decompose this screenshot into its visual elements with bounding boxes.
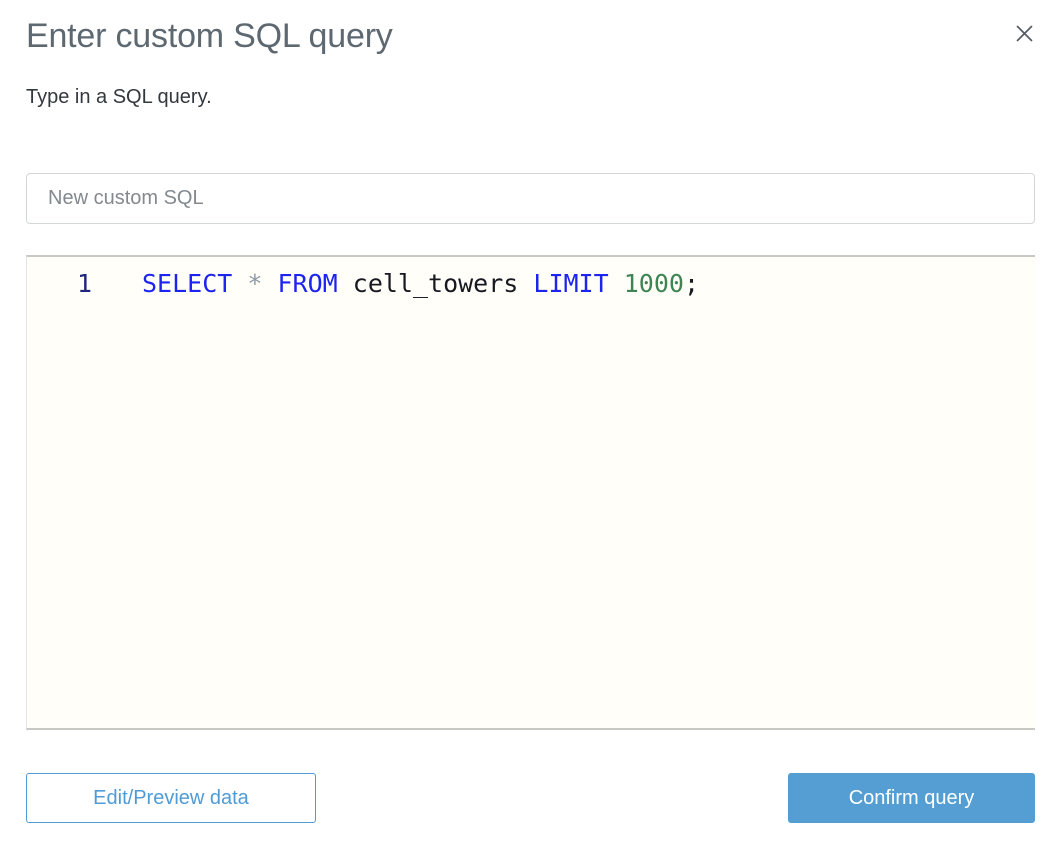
custom-sql-name-input[interactable] xyxy=(26,173,1035,224)
sql-token-plain: cell_towers xyxy=(337,269,534,298)
sql-token-plain xyxy=(232,269,247,298)
dialog-subtitle: Type in a SQL query. xyxy=(26,86,212,108)
line-number: 1 xyxy=(76,269,92,298)
custom-sql-dialog: Enter custom SQL query Type in a SQL que… xyxy=(26,17,1039,823)
close-icon xyxy=(1013,22,1036,45)
editor-line: 1 SELECT * FROM cell_towers LIMIT 1000; xyxy=(27,266,1035,302)
sql-token-plain xyxy=(262,269,277,298)
edit-preview-data-button[interactable]: Edit/Preview data xyxy=(26,773,316,823)
dialog-footer: Edit/Preview data Confirm query xyxy=(26,773,1035,823)
sql-token-keyword: LIMIT xyxy=(533,269,609,298)
code-line: SELECT * FROM cell_towers LIMIT 1000; xyxy=(142,266,699,302)
sql-token-number: 1000 xyxy=(623,269,684,298)
sql-token-plain xyxy=(609,269,624,298)
sql-editor-lines: 1 SELECT * FROM cell_towers LIMIT 1000; xyxy=(27,266,1035,302)
sql-editor[interactable]: 1 SELECT * FROM cell_towers LIMIT 1000; xyxy=(26,255,1035,730)
sql-token-plain: ; xyxy=(683,269,699,298)
sql-token-keyword: SELECT xyxy=(142,269,233,298)
sql-token-operator: * xyxy=(247,269,263,298)
dialog-title: Enter custom SQL query xyxy=(26,17,393,55)
confirm-query-button[interactable]: Confirm query xyxy=(788,773,1035,823)
sql-token-keyword: FROM xyxy=(277,269,338,298)
close-button[interactable] xyxy=(1009,18,1039,48)
